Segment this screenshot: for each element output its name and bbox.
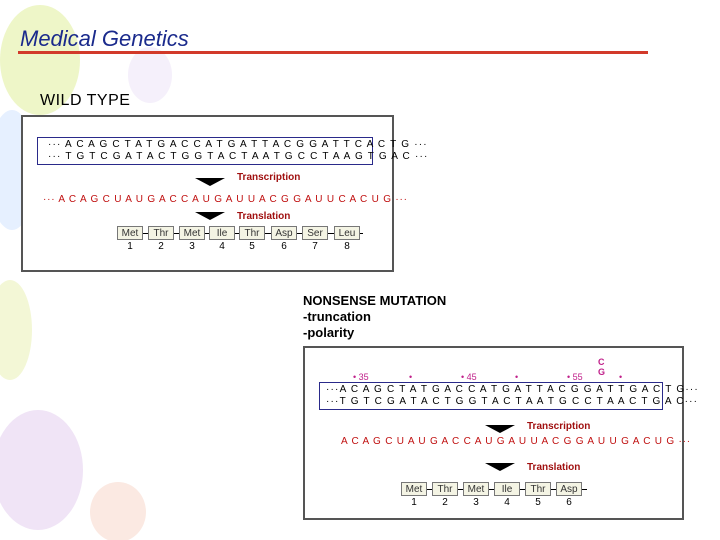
mutant-num-6: 6	[566, 497, 572, 508]
wild-transcription-arrow	[195, 178, 225, 186]
mutant-transcription-arrow	[485, 425, 515, 433]
nonsense-heading: NONSENSE MUTATION	[303, 293, 447, 308]
mutant-translation-arrow	[485, 463, 515, 471]
wild-transcription-label: Transcription	[237, 172, 301, 183]
wild-num-7: 7	[312, 241, 318, 252]
mutant-aa-1: Met	[401, 482, 427, 496]
nonsense-panel: • 35 • • 45 • • 55 • C G ···A C A G C T …	[303, 346, 698, 520]
mutant-num-3: 3	[473, 497, 479, 508]
wild-aa-3: Met	[179, 226, 205, 240]
wild-dna-strands: ··· A C A G C T A T G A C C A T G A T T …	[37, 137, 427, 165]
wild-aa-1: Met	[117, 226, 143, 240]
mutant-dna-top-strand: ···A C A G C T A T G A C C A T G A T T A…	[326, 384, 699, 395]
wild-aa-6: Asp	[271, 226, 297, 240]
nonsense-point-truncation: -truncation	[303, 309, 371, 324]
wild-aa-7: Ser	[302, 226, 328, 240]
nonsense-heading-block: NONSENSE MUTATION -truncation -polarity	[303, 293, 446, 341]
wild-translation-label: Translation	[237, 211, 291, 222]
wild-aa-8: Leu	[334, 226, 360, 240]
wild-num-6: 6	[281, 241, 287, 252]
wild-aa-2: Thr	[148, 226, 174, 240]
position-mark-55: • 55	[567, 372, 583, 382]
title-underline	[18, 51, 648, 54]
position-mark-50: •	[515, 372, 519, 382]
wild-num-8: 8	[344, 241, 350, 252]
wild-num-3: 3	[189, 241, 195, 252]
mutant-num-5: 5	[535, 497, 541, 508]
wild-num-2: 2	[158, 241, 164, 252]
mutant-aa-6: Asp	[556, 482, 582, 496]
mutant-aa-4: Ile	[494, 482, 520, 496]
mutant-num-4: 4	[504, 497, 510, 508]
wild-aa-4: Ile	[209, 226, 235, 240]
mutant-num-2: 2	[442, 497, 448, 508]
mutant-aa-2: Thr	[432, 482, 458, 496]
mutant-dna-strands: ···A C A G C T A T G A C C A T G A T T A…	[319, 382, 698, 410]
wild-dna-bottom-strand: ··· T G T C G A T A C T G G T A C T A A …	[48, 151, 429, 162]
wild-mrna: ··· A C A G C U A U G A C C A U G A U U …	[43, 194, 408, 205]
wild-num-4: 4	[219, 241, 225, 252]
substitution-bottom: G	[598, 367, 606, 377]
nonsense-point-polarity: -polarity	[303, 325, 355, 340]
mutant-mrna: A C A G C U A U G A C C A U G A U U A C …	[341, 436, 691, 447]
wild-dna-top-strand: ··· A C A G C T A T G A C C A T G A T T …	[48, 139, 428, 150]
mutant-aa-3: Met	[463, 482, 489, 496]
mutant-transcription-label: Transcription	[527, 421, 591, 432]
wild-num-1: 1	[127, 241, 133, 252]
substitution-top: C	[598, 357, 605, 367]
wild-num-5: 5	[249, 241, 255, 252]
mutant-num-1: 1	[411, 497, 417, 508]
wild-type-heading: WILD TYPE	[40, 92, 131, 109]
wild-aa-5: Thr	[239, 226, 265, 240]
mutant-dna-bottom-strand: ···T G T C G A T A C T G G T A C T A A T…	[326, 396, 699, 407]
mutant-aa-5: Thr	[525, 482, 551, 496]
position-mark-40: •	[409, 372, 413, 382]
position-mark-35: • 35	[353, 372, 369, 382]
position-mark-45: • 45	[461, 372, 477, 382]
position-mark-60: •	[619, 372, 623, 382]
wild-type-panel: ··· A C A G C T A T G A C C A T G A T T …	[21, 115, 427, 272]
wild-translation-arrow	[195, 212, 225, 220]
slide-title: Medical Genetics	[20, 26, 189, 51]
mutant-translation-label: Translation	[527, 462, 581, 473]
